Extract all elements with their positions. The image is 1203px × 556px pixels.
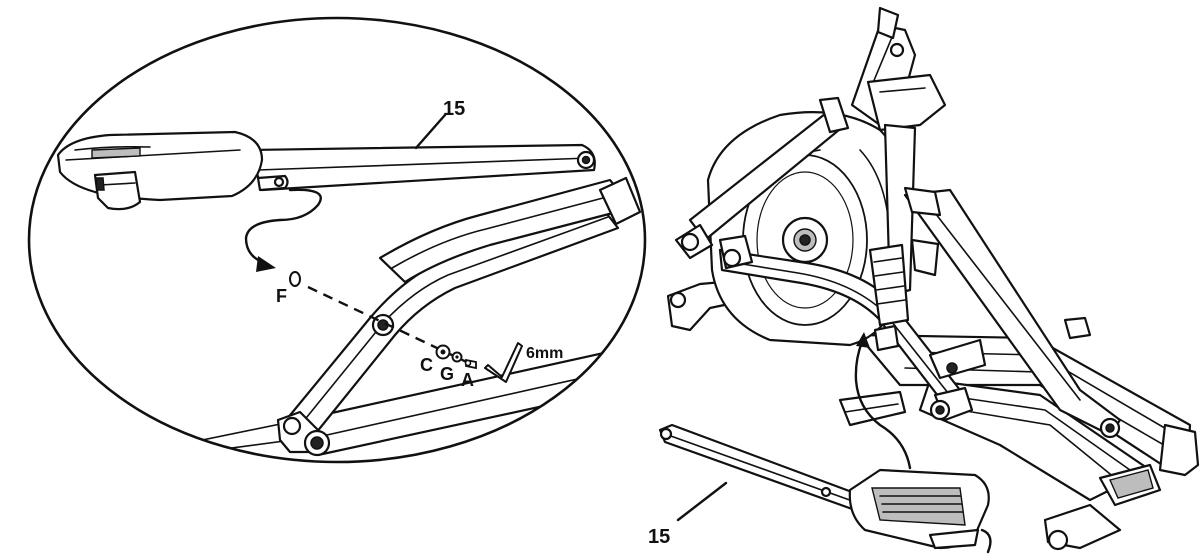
label-part-g: G xyxy=(440,364,454,384)
right-pedal xyxy=(1098,463,1162,507)
hardware-a-bolt xyxy=(464,358,477,370)
detail-ellipse-border xyxy=(27,16,647,464)
label-tool-6mm: 6mm xyxy=(526,345,563,362)
alignment-dashed-line xyxy=(307,285,474,367)
part-15-leader-line xyxy=(414,113,447,150)
label-part-15-detail: 15 xyxy=(443,98,465,120)
detached-pedal-arm-15 xyxy=(658,423,862,512)
overview-machine: 15 xyxy=(648,6,1200,554)
upright-arm-rear-tube xyxy=(378,176,642,284)
hex-key-icon xyxy=(484,342,523,383)
pedal-arm-15 xyxy=(248,143,596,192)
detail-view: 15 F C G A 6mm xyxy=(27,16,647,464)
upper-arms xyxy=(674,96,1122,439)
grommet-f xyxy=(289,271,301,287)
side-vents xyxy=(868,238,987,380)
label-part-a: A xyxy=(461,370,474,390)
hardware-c-washer xyxy=(435,344,451,360)
pedal xyxy=(56,130,264,211)
detached-pedal xyxy=(848,468,992,554)
overview-part-15-leader-line xyxy=(676,481,728,522)
bottom-pivot-bracket xyxy=(276,410,331,457)
label-part-c: C xyxy=(420,355,433,375)
left-link-arm xyxy=(718,234,974,422)
label-part-15-overview: 15 xyxy=(648,526,670,548)
label-part-f: F xyxy=(276,286,287,306)
cable-arrow xyxy=(244,188,322,272)
hardware-g-washer xyxy=(451,351,463,363)
overview-cable-arrow xyxy=(854,332,912,470)
